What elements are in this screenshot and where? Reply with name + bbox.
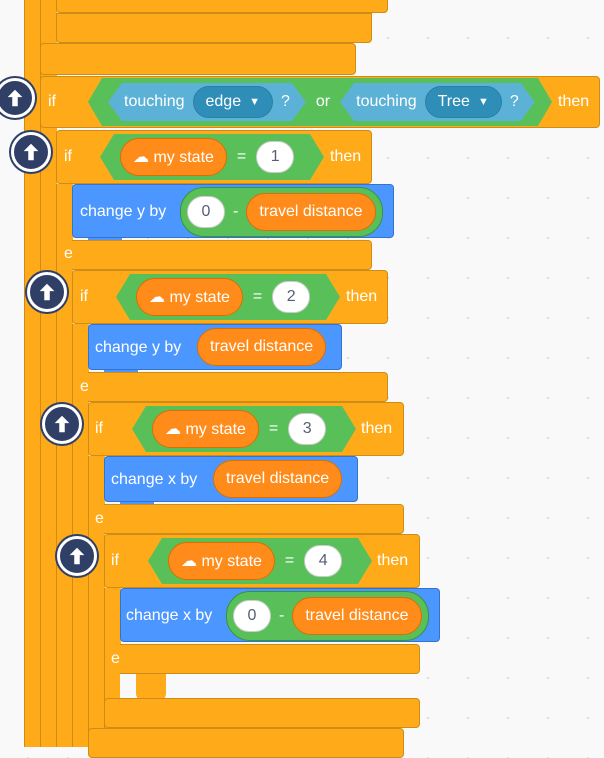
change-y-label: change y by [80, 203, 167, 220]
travel-distance-reporter[interactable]: travel distance [292, 597, 422, 635]
or-operator[interactable]: touching edge ▼ ? or touching Tree ▼ ? [88, 78, 552, 126]
equals-sign: = [268, 420, 279, 437]
value-input[interactable]: 2 [272, 281, 310, 313]
equals-sign: = [284, 552, 295, 569]
else-bar-1 [72, 240, 372, 270]
tree-value: Tree [437, 93, 470, 110]
then-label: then [558, 93, 590, 110]
block-end-cap[interactable] [56, 0, 388, 13]
equals-sign: = [252, 288, 263, 305]
or-label: or [315, 93, 331, 110]
up-arrow-icon[interactable] [42, 404, 82, 444]
if-label: if [48, 93, 56, 110]
zero-input[interactable]: 0 [233, 600, 271, 632]
block-notch [136, 674, 166, 701]
caret-down-icon: ▼ [477, 96, 489, 108]
subtract-operator[interactable]: 0 - travel distance [226, 591, 429, 641]
up-arrow-icon[interactable] [27, 272, 67, 312]
outer-control-arm [24, 0, 35, 747]
change-x-label: change x by [126, 607, 213, 624]
change-x-label: change x by [111, 471, 198, 488]
else-bar-3 [104, 504, 404, 534]
up-arrow-icon[interactable] [11, 132, 51, 172]
value-input[interactable]: 3 [288, 413, 326, 445]
tree-dropdown[interactable]: Tree ▼ [425, 86, 502, 118]
travel-distance-reporter[interactable]: travel distance [197, 328, 327, 366]
edge-dropdown[interactable]: edge ▼ [193, 86, 273, 118]
equals-operator[interactable]: ☁ my state = 4 [148, 538, 372, 584]
touching-tree-sensor[interactable]: touching Tree ▼ ? [340, 83, 535, 121]
value-input[interactable]: 4 [304, 545, 342, 577]
value-input[interactable]: 1 [256, 141, 294, 173]
change-y-label: change y by [95, 339, 182, 356]
then-label: then [330, 148, 362, 165]
edge-value: edge [205, 93, 242, 110]
question-mark: ? [280, 93, 290, 110]
if-label: if [95, 420, 103, 437]
touching-edge-sensor[interactable]: touching edge ▼ ? [108, 83, 306, 121]
empty-else-slot[interactable] [120, 674, 420, 698]
if-block-4-arm [104, 588, 121, 728]
my-state-variable[interactable]: ☁ my state [152, 410, 259, 448]
else-bar-2 [88, 372, 388, 402]
my-state-variable[interactable]: ☁ my state [168, 542, 275, 580]
then-label: then [346, 288, 378, 305]
then-label: then [377, 552, 409, 569]
subtract-operator[interactable]: 0 - travel distance [180, 187, 383, 237]
minus-sign: - [233, 203, 239, 220]
travel-distance-reporter[interactable]: travel distance [246, 193, 376, 231]
my-state-variable[interactable]: ☁ my state [136, 278, 243, 316]
up-arrow-icon[interactable] [57, 536, 97, 576]
outer-control-arm [34, 0, 40, 747]
equals-operator[interactable]: ☁ my state = 3 [132, 406, 356, 452]
if-label: if [80, 288, 88, 305]
caret-down-icon: ▼ [249, 96, 260, 108]
if-block-1-arm [56, 184, 73, 747]
equals-operator[interactable]: ☁ my state = 1 [100, 134, 324, 180]
zero-input[interactable]: 0 [187, 196, 225, 228]
up-arrow-icon[interactable] [0, 78, 35, 118]
if-block-3-arm [88, 456, 105, 747]
block-end-cap[interactable] [40, 43, 356, 75]
travel-distance-reporter[interactable]: travel distance [213, 460, 343, 498]
if-label: if [111, 552, 119, 569]
equals-sign: = [236, 148, 247, 165]
minus-sign: - [279, 607, 285, 624]
touching-label: touching [356, 93, 417, 110]
if-block-3-end [88, 728, 404, 758]
if-block-4-end [104, 698, 420, 728]
equals-operator[interactable]: ☁ my state = 2 [116, 274, 340, 320]
then-label: then [361, 420, 393, 437]
else-bar-4 [120, 644, 420, 674]
if-label: if [64, 148, 72, 165]
touching-label: touching [124, 93, 185, 110]
my-state-variable[interactable]: ☁ my state [120, 138, 227, 176]
block-end-cap[interactable] [56, 13, 372, 43]
question-mark: ? [509, 93, 519, 110]
